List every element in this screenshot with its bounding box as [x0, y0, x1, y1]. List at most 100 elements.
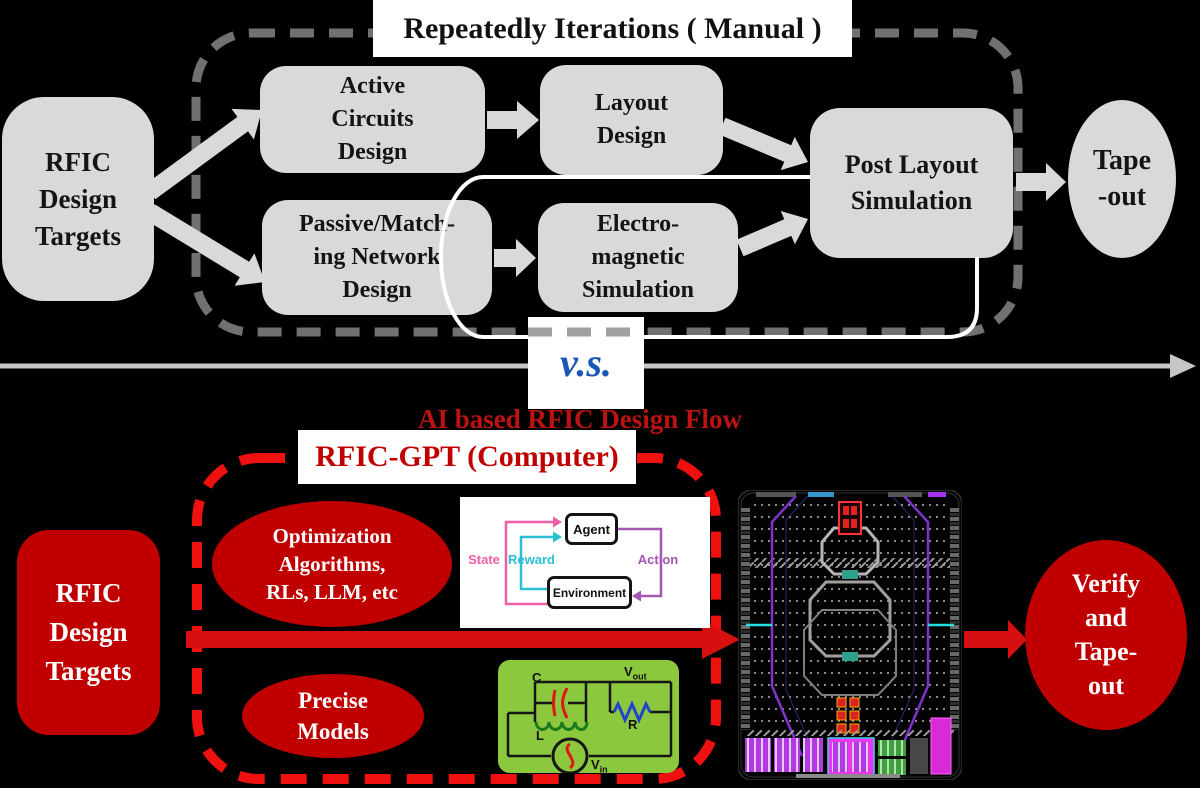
- rl-reward-text: Reward: [508, 552, 555, 567]
- ai-main-arrowhead-icon: [702, 620, 740, 659]
- rfic-gpt-label-box: RFIC-GPT (Computer): [298, 430, 636, 484]
- chip-top-red-component: [838, 501, 862, 535]
- rl-reward-path: [519, 535, 553, 591]
- tape-out-ellipse: Tape -out: [1068, 100, 1176, 258]
- chip-violet-block1: [745, 738, 771, 772]
- em-line1: Electro-: [596, 211, 680, 237]
- chip-top-pad3: [888, 492, 922, 497]
- optimization-line1: Optimization: [272, 524, 392, 548]
- voltage-source-sine-icon: [565, 742, 575, 770]
- chip-violet-block2: [774, 738, 800, 772]
- ai-rfic-design-targets-box: RFIC Design Targets: [17, 530, 160, 735]
- vin-sub-text: in: [599, 764, 608, 775]
- ai-main-arrow-shaft: [186, 631, 702, 648]
- chip-top-red-cell1: [843, 506, 849, 515]
- rl-environment-text: Environment: [552, 585, 627, 600]
- chip-right-io-cells: [950, 508, 959, 730]
- vout-v-text: V: [624, 664, 633, 679]
- rl-state-path: [504, 520, 553, 606]
- chip-right-blue-rail: [885, 495, 915, 753]
- precise-models-ellipse: Precise Models: [242, 674, 424, 758]
- ai-flow-title-text: AI based RFIC Design Flow: [417, 404, 743, 434]
- capacitor-left-plate-icon: [552, 689, 557, 717]
- precise-line2: Models: [297, 719, 369, 744]
- layout-design-box: Layout Design: [540, 65, 723, 175]
- rl-state-label: State: [462, 552, 506, 567]
- tape-line1: Tape: [1092, 145, 1152, 176]
- rl-action-label: Action: [632, 552, 684, 567]
- rl-state-text: State: [468, 552, 500, 567]
- circuit-wire-paths: [506, 680, 673, 758]
- layout-line1: Layout: [594, 90, 669, 116]
- arrow-em-to-post-icon: [736, 211, 808, 257]
- manual-targets-line2: Design: [38, 183, 117, 214]
- manual-targets-line1: RFIC: [45, 146, 111, 177]
- rl-reward-arrowhead-icon: [553, 531, 562, 543]
- rfic-gpt-dashed-border: [192, 453, 721, 784]
- arrow-active-to-layout-icon: [487, 101, 539, 139]
- em-line2: magnetic: [591, 244, 685, 270]
- chip-bottom-strip: [796, 774, 900, 778]
- passive-line3: Design: [342, 277, 412, 303]
- resistor-label: R: [628, 717, 637, 732]
- chip-bottom-red-cluster: [836, 697, 860, 734]
- verify-line1: Verify: [1071, 569, 1141, 598]
- active-line2: Circuits: [331, 106, 414, 132]
- chip-inductor-ring-small: [820, 526, 880, 576]
- chip-top-red-cell3: [843, 519, 849, 528]
- chip-layout-art: [738, 490, 962, 780]
- optimization-line3: RLs, LLM, etc: [266, 580, 398, 604]
- vin-label: Vin: [591, 757, 608, 775]
- rl-diagram-lines: [504, 516, 663, 606]
- rl-action-text: Action: [637, 552, 679, 567]
- capacitor-right-plate-icon: [561, 687, 569, 719]
- chip-center-magenta-inner2: [852, 742, 868, 772]
- vout-label: Vout: [624, 664, 647, 682]
- arrow-targets-to-active-icon: [144, 108, 262, 200]
- passive-line1: Passive/Match-: [299, 211, 455, 237]
- chip-fill-dots: [752, 500, 948, 730]
- active-line3: Design: [337, 139, 408, 165]
- post-layout-simulation-box: Post Layout Simulation: [810, 108, 1013, 258]
- capacitor-label-text: C: [532, 670, 542, 685]
- arrow-post-to-tape-icon: [1016, 163, 1066, 201]
- rl-state-arrowhead-icon: [553, 516, 562, 528]
- rl-action-path: [618, 527, 663, 598]
- ai-flow-title: AI based RFIC Design Flow: [360, 404, 800, 434]
- ai-targets-line2: Design: [49, 617, 128, 647]
- rl-environment-box: Environment: [547, 576, 632, 609]
- chip-green-block2: [878, 759, 906, 775]
- em-line3: Simulation: [581, 277, 695, 303]
- rfic-gpt-text: RFIC-GPT (Computer): [315, 440, 619, 473]
- ai-targets-line3: Targets: [45, 656, 132, 686]
- versus-label-box: v.s.: [528, 317, 644, 409]
- chip-inductor-ring-mid: [808, 580, 892, 658]
- reinforcement-learning-diagram: Agent Environment State Reward Action: [460, 497, 710, 628]
- inductor-label: L: [536, 728, 544, 743]
- chip-top-red-cell2: [851, 506, 857, 515]
- arrow-chip-to-verify-shaft: [964, 631, 1008, 648]
- verify-line2: and: [1085, 603, 1127, 632]
- electromagnetic-simulation-box: Electro- magnetic Simulation: [538, 203, 738, 312]
- chip-teal-via2: [842, 652, 858, 661]
- post-line1: Post Layout: [844, 150, 979, 179]
- passive-matching-network-box: Passive/Match- ing Network Design: [262, 200, 492, 315]
- manual-rfic-design-targets-box: RFIC Design Targets: [2, 97, 154, 301]
- chip-left-purple-rail: [770, 495, 804, 757]
- chip-top-pad2: [808, 492, 834, 497]
- chip-violet-block3: [803, 738, 823, 772]
- chip-inductor-ring-large: [803, 609, 897, 696]
- rl-reward-label: Reward: [508, 552, 555, 567]
- arrow-passive-to-em-icon: [494, 239, 536, 277]
- active-circuits-design-box: Active Circuits Design: [260, 66, 485, 173]
- manual-targets-line3: Targets: [35, 220, 121, 251]
- arrow-targets-to-passive-icon: [145, 204, 265, 286]
- manual-flow-title-text: Repeatedly Iterations ( Manual ): [403, 12, 822, 45]
- chip-right-magenta-block: [930, 717, 952, 775]
- verify-line4: out: [1087, 671, 1125, 700]
- chip-top-red-cell4: [851, 519, 857, 528]
- resistor-zigzag-icon: [612, 700, 652, 724]
- optimization-line2: Algorithms,: [278, 552, 386, 576]
- arrow-chip-to-verify-head-icon: [1008, 620, 1027, 659]
